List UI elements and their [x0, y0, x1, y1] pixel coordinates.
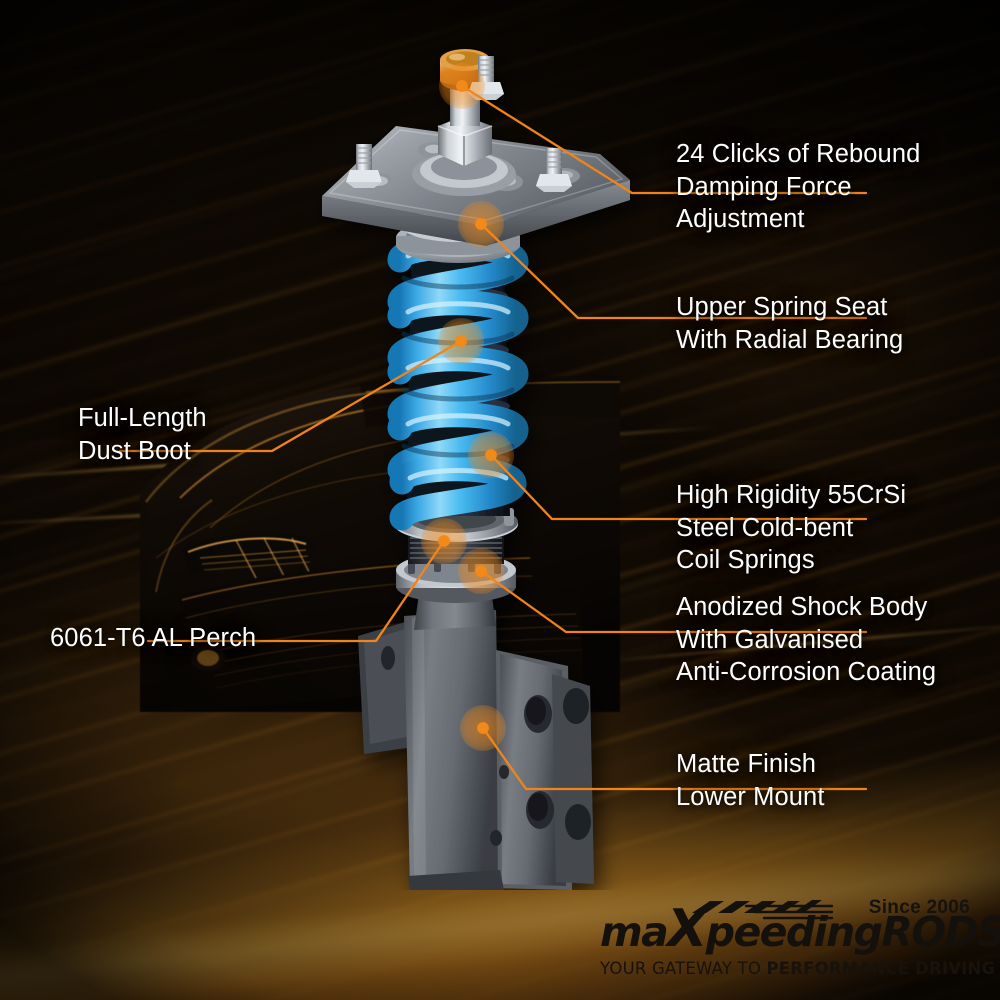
brand-logo: Since 2006 maXpeedingRODS YOUR GATEWAY T…: [600, 897, 1000, 978]
since-label: Since 2006: [868, 897, 970, 918]
callout-label-lower-mount: Matte Finish Lower Mount: [676, 750, 825, 811]
tagline-bold: PERFORMANCE DRIVING: [766, 959, 996, 978]
logo-mid: peeding: [705, 908, 883, 956]
tagline-thin: YOUR GATEWAY TO: [600, 959, 767, 978]
logo-suffix: RODS: [881, 908, 1000, 956]
callout-label-upper-spring-seat: Upper Spring Seat With Radial Bearing: [676, 293, 904, 354]
camber-plate-top-mount: [322, 49, 630, 246]
callout-label-coil-springs: High Rigidity 55CrSi Steel Cold-bent Coi…: [676, 481, 907, 575]
callout-label-rebound-damping: 24 Clicks of Rebound Damping Force Adjus…: [676, 140, 921, 234]
coilover-product-image: [322, 49, 630, 890]
lower-mount-bracket: [358, 610, 594, 890]
logo-wordmark: maXpeedingRODS: [600, 903, 1000, 955]
logo-prefix: ma: [600, 908, 669, 956]
callout-label-dust-boot: Full-Length Dust Boot: [78, 404, 207, 465]
logo-x: X: [667, 899, 707, 959]
callout-label-al-perch: 6061-T6 AL Perch: [50, 624, 257, 652]
callout-label-shock-body: Anodized Shock Body With Galvanised Anti…: [676, 593, 937, 687]
speed-lines-icon: [744, 904, 834, 920]
brand-tagline: YOUR GATEWAY TO PERFORMANCE DRIVING: [600, 959, 995, 978]
